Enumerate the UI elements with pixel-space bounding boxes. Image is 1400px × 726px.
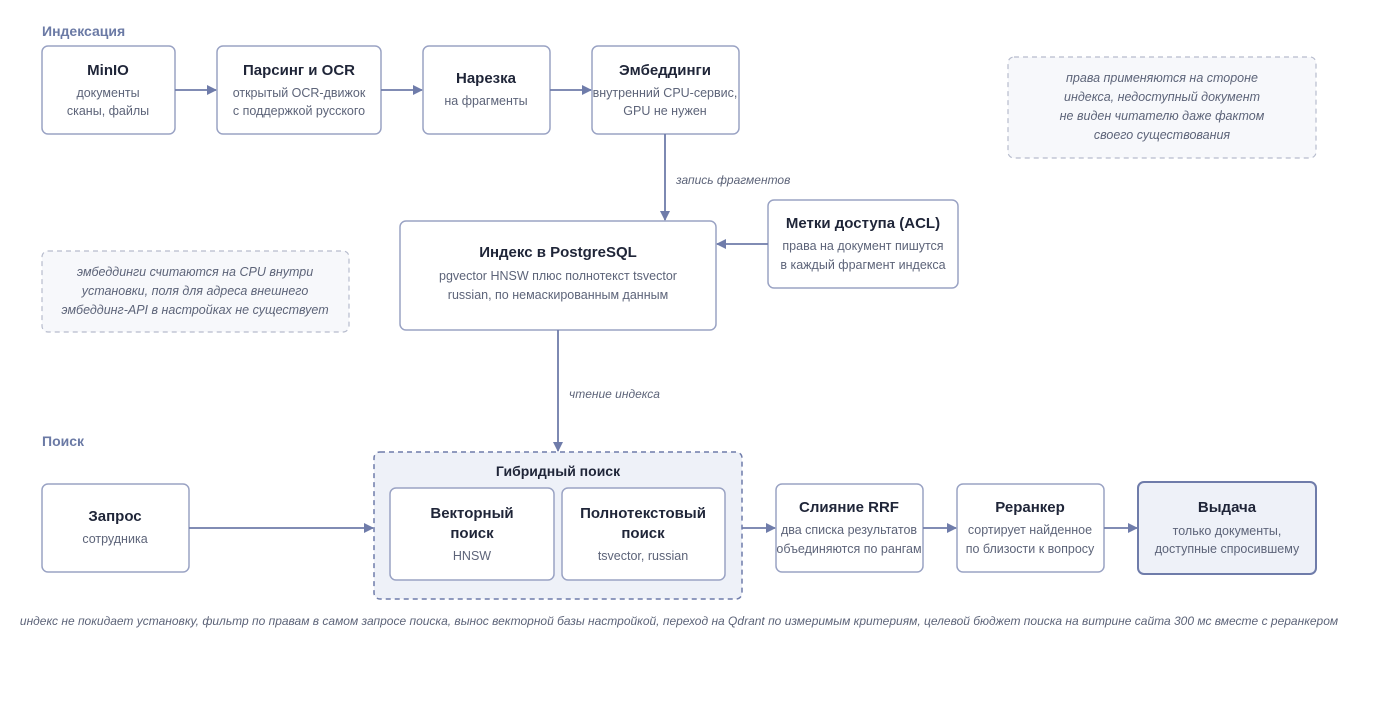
node-embeddings[interactable]: Эмбеддинги внутренний CPU-сервис, GPU не…: [591, 45, 740, 135]
edge-label-read-index: чтение индекса: [569, 387, 660, 401]
note-cpu-line-1: эмбеддинги считаются на CPU внутри: [77, 265, 313, 279]
node-rrf[interactable]: Слияние RRF два списка результатов объед…: [775, 483, 924, 573]
note-acl-line-3: не виден читателю даже фактом: [1060, 109, 1265, 123]
node-minio-line-2: сканы, файлы: [67, 104, 149, 118]
node-chunking[interactable]: Нарезка на фрагменты: [422, 45, 551, 135]
node-fulltext-title-line-2: поиск: [621, 525, 665, 542]
node-output-line-2: доступные спросившему: [1155, 542, 1300, 556]
node-vector-search[interactable]: Векторный поиск HNSW: [389, 487, 555, 581]
group-hybrid-title: Гибридный поиск: [496, 463, 621, 479]
node-output-title: Выдача: [1198, 499, 1257, 516]
node-query[interactable]: Запрос сотрудника: [41, 483, 190, 573]
node-vector-title-line-2: поиск: [450, 525, 494, 542]
node-embeddings-line-1: внутренний CPU-сервис,: [593, 86, 738, 100]
node-embeddings-title: Эмбеддинги: [619, 62, 711, 79]
node-minio[interactable]: MinIO документы сканы, файлы: [41, 45, 176, 135]
node-minio-title: MinIO: [87, 62, 129, 79]
node-minio-line-1: документы: [76, 86, 139, 100]
node-vector-title-line-1: Векторный: [430, 505, 513, 522]
note-cpu-line-3: эмбеддинг-API в настройках не существует: [61, 303, 328, 317]
node-parsing-line-1: открытый OCR-движок: [233, 86, 366, 100]
node-query-line-1: сотрудника: [82, 532, 147, 546]
node-acl-title: Метки доступа (ACL): [786, 215, 940, 232]
note-cpu-line-2: установки, поля для адреса внешнего: [81, 284, 309, 298]
node-parsing-title: Парсинг и OCR: [243, 62, 355, 79]
node-index[interactable]: Индекс в PostgreSQL pgvector HNSW плюс п…: [399, 220, 717, 331]
node-embeddings-line-2: GPU не нужен: [623, 104, 706, 118]
node-vector-line-1: HNSW: [453, 549, 491, 563]
node-index-title: Индекс в PostgreSQL: [479, 244, 637, 261]
node-parsing-line-2: с поддержкой русского: [233, 104, 365, 118]
node-fulltext-search[interactable]: Полнотекстовый поиск tsvector, russian: [561, 487, 726, 581]
node-output-line-1: только документы,: [1173, 524, 1282, 538]
node-rrf-line-1: два списка результатов: [781, 523, 917, 537]
footer-note: индекс не покидает установку, фильтр по …: [20, 614, 1338, 628]
node-index-line-1: pgvector HNSW плюс полнотекст tsvector: [439, 269, 677, 283]
note-acl-line-4: своего существования: [1094, 128, 1231, 142]
node-output[interactable]: Выдача только документы, доступные спрос…: [1137, 481, 1317, 575]
node-chunking-line-1: на фрагменты: [444, 94, 527, 108]
node-acl-line-1: права на документ пишутся: [782, 239, 943, 253]
node-fulltext-title-line-1: Полнотекстовый: [580, 505, 706, 522]
section-label-indexing: Индексация: [42, 23, 125, 39]
node-reranker-line-2: по близости к вопросу: [966, 542, 1095, 556]
node-chunking-title: Нарезка: [456, 70, 517, 87]
node-index-line-2: russian, по немаскированным данным: [448, 288, 668, 302]
note-acl-line-2: индекса, недоступный документ: [1064, 90, 1260, 104]
node-acl-line-2: в каждый фрагмент индекса: [780, 258, 945, 272]
node-rrf-line-2: объединяются по рангам: [776, 542, 921, 556]
node-reranker-line-1: сортирует найденное: [968, 523, 1092, 537]
note-cpu: эмбеддинги считаются на CPU внутри устан…: [41, 250, 350, 333]
node-reranker[interactable]: Реранкер сортирует найденное по близости…: [956, 483, 1105, 573]
node-rrf-title: Слияние RRF: [799, 499, 899, 516]
node-acl[interactable]: Метки доступа (ACL) права на документ пи…: [767, 199, 959, 289]
node-fulltext-line-1: tsvector, russian: [598, 549, 688, 563]
note-acl-line-1: права применяются на стороне: [1066, 71, 1258, 85]
section-label-search: Поиск: [42, 433, 85, 449]
node-query-title: Запрос: [88, 508, 141, 525]
edge-label-write-chunks: запись фрагментов: [675, 173, 790, 187]
node-parsing[interactable]: Парсинг и OCR открытый OCR-движок с подд…: [216, 45, 382, 135]
note-acl: права применяются на стороне индекса, не…: [1007, 56, 1317, 159]
node-reranker-title: Реранкер: [995, 499, 1065, 516]
